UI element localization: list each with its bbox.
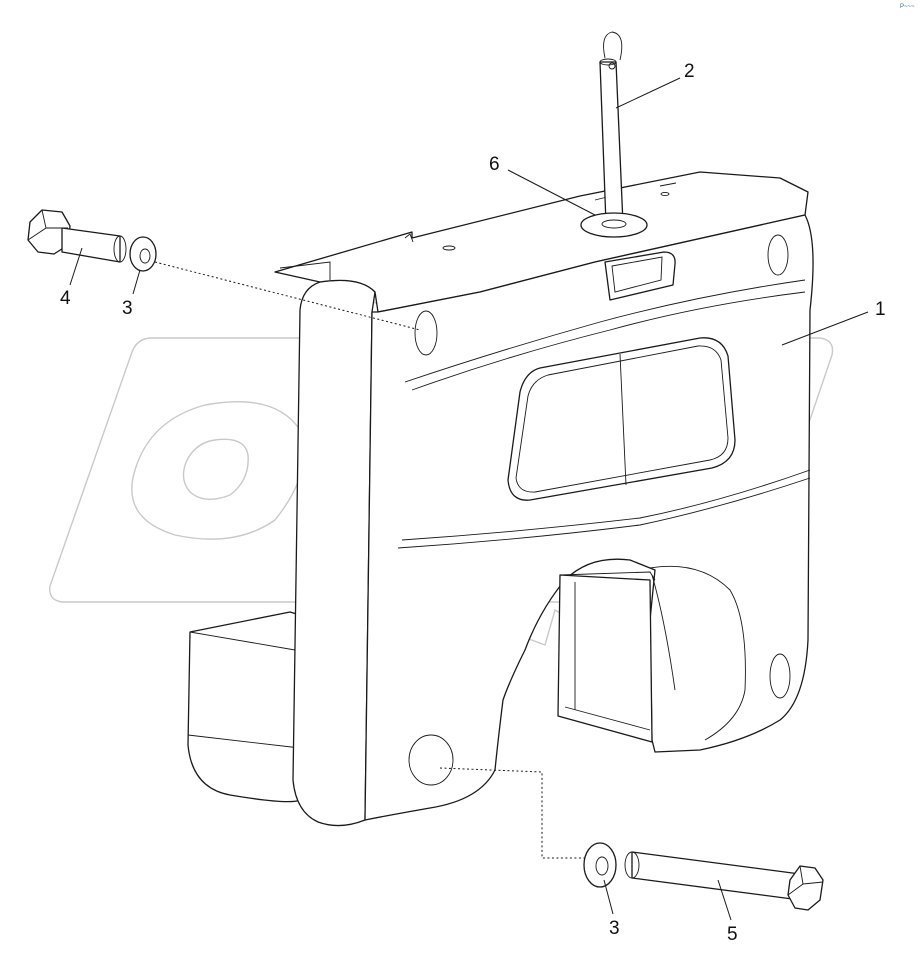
top-plate: [274, 171, 809, 313]
leader-6: [507, 169, 596, 216]
bolt-4-shank: [61, 227, 121, 263]
leader-4: [69, 247, 83, 286]
callout-labels: 1 2 3 3 4 5 6: [60, 61, 886, 945]
watermark-letter-o: [131, 401, 305, 540]
leader-2: [615, 77, 681, 109]
pin-assembly: [580, 31, 648, 238]
leader-1: [781, 311, 869, 346]
hole-upper-right: [767, 234, 789, 276]
corner-mark: P~~~: [900, 4, 915, 10]
bolt-5-shank: [631, 851, 801, 901]
bolt-assembly-bottom: [439, 767, 824, 911]
front-plate: [364, 214, 814, 821]
bolt-5-head: [787, 865, 824, 911]
leader-3a: [132, 269, 141, 295]
alignment-line-top: [154, 261, 421, 331]
callout-4: 4: [60, 288, 71, 309]
washer-3-top: [129, 236, 157, 272]
washer-3-bottom: [583, 842, 617, 888]
leader-3b: [603, 879, 614, 915]
callout-3-top: 3: [122, 298, 133, 319]
alignment-line-bottom: [439, 767, 588, 859]
window-opening: [507, 337, 736, 501]
left-column: [292, 279, 376, 827]
left-foot-block: [187, 611, 301, 803]
hole-lower-left: [408, 734, 454, 786]
leader-lines: [69, 77, 869, 921]
callout-2: 2: [684, 61, 695, 82]
hole-upper-left: [414, 310, 438, 356]
washer-part-6: [580, 212, 648, 238]
leader-5: [717, 879, 732, 921]
callout-3-bottom: 3: [609, 918, 620, 939]
inner-pocket: [557, 574, 653, 743]
hole-lower-right: [769, 653, 791, 699]
bolt-assembly-top: [27, 209, 421, 331]
callout-1: 1: [875, 299, 886, 320]
pin-ring: [603, 31, 623, 61]
callout-5: 5: [727, 924, 738, 945]
counterweight-body: [187, 171, 814, 827]
callout-6: 6: [489, 154, 500, 175]
